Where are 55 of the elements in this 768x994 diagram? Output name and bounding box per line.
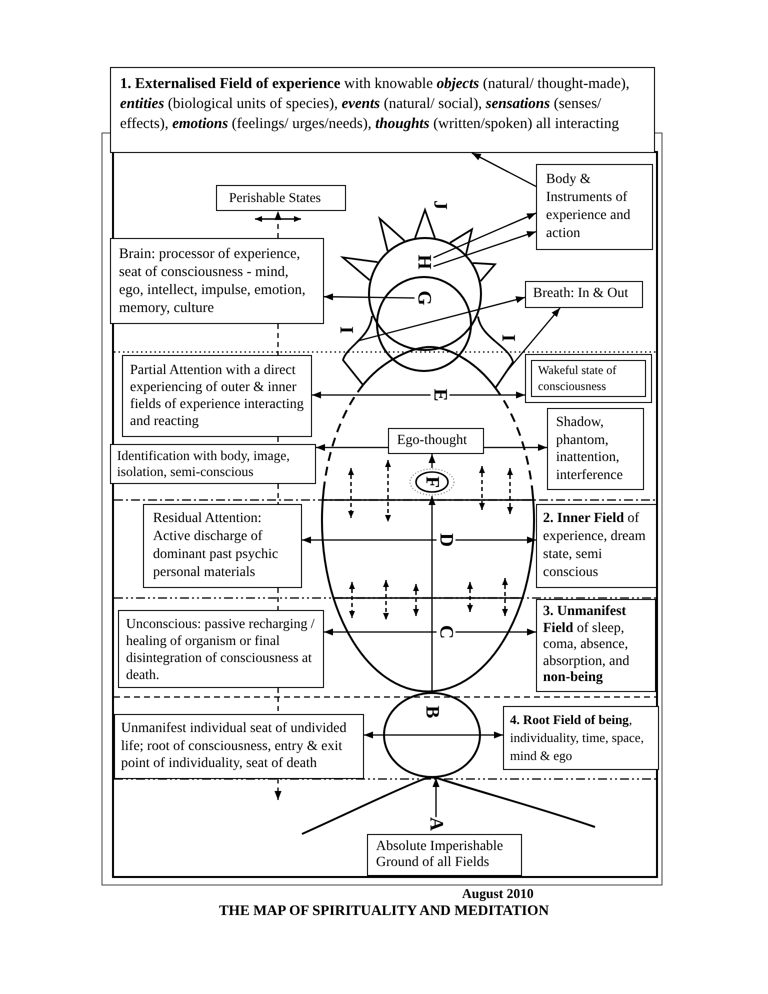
- callout-box: Breath: In & Out: [525, 281, 643, 308]
- arrow: [324, 628, 436, 636]
- callout-box: Unmanifest individual seat of undivided life; root of consciousness, entry & exit point of individuality, seat of death: [114, 714, 364, 778]
- dashed-line: [277, 484, 279, 504]
- diagram-title: THE MAP OF SPIRITUALITY AND MEDITATION: [219, 903, 549, 920]
- letter-label: I: [498, 334, 518, 342]
- dashed-line: [277, 688, 279, 714]
- arrow: [456, 628, 536, 636]
- arrow: [428, 496, 436, 692]
- callout-box: 1. Externalised Field of experience with knowable objects (natural/ thought-made), entities (biological units of species), events (natural/ social), sensations (senses/ effects), emotions (feelings/ urges/needs), thoughts (written/spoken) all interacting: [110, 67, 655, 153]
- callout-box: Absolute Imperishable Ground of all Fields: [367, 834, 522, 876]
- date-label: August 2010: [462, 886, 534, 902]
- dashed-arrow: [274, 211, 282, 238]
- arrow: [312, 392, 430, 398]
- callout-box: Shadow, phantom, inattention, interference: [547, 408, 644, 490]
- arrow: [481, 732, 503, 738]
- letter-label: D: [436, 533, 456, 547]
- callout-box: 4. Root Field of being, individuality, time, space, mind & ego: [503, 706, 659, 770]
- callout-box: 2. Inner Field of experience, dream state, semi conscious: [536, 504, 657, 588]
- arrow: [324, 293, 414, 300]
- arrow: [432, 778, 440, 818]
- callout-box: Ego-thought: [388, 428, 484, 454]
- dashed-line: [277, 324, 279, 355]
- dashed-line: [277, 437, 279, 444]
- arrow: [433, 212, 536, 258]
- letter-label: H: [414, 254, 434, 270]
- callout-box: Wakeful state of consciousness: [525, 354, 652, 403]
- letter-label: J: [430, 200, 450, 210]
- callout-box: Body & Instruments of experience and action: [536, 164, 653, 250]
- arrow: [433, 230, 536, 268]
- letter-label: E: [430, 388, 450, 402]
- callout-box: Perishable States: [216, 185, 346, 211]
- arrow: [472, 152, 536, 187]
- callout-box: Identification with body, image, isolation, semi-conscious: [110, 444, 316, 484]
- callout-box: Brain: processor of experience, seat of consciousness - mind, ego, intellect, impulse, emotion, memory, culture: [110, 238, 324, 324]
- callout-box: 3. Unmanifest Field of sleep, coma, absence, absorption, and non-being: [536, 599, 656, 692]
- arrow: [316, 444, 388, 451]
- letter-label: A: [426, 817, 446, 831]
- arrow: [450, 392, 525, 398]
- arrow: [456, 536, 536, 544]
- callout-box: Partial Attention with a direct experiencing of outer & inner fields of experience interacting and reacting: [122, 355, 312, 437]
- letter-label: B: [422, 706, 442, 718]
- letter-label: F: [422, 476, 442, 488]
- arrow: [302, 536, 436, 544]
- letter-label: C: [436, 625, 456, 639]
- callout-box: Unconscious: passive recharging / healing of organism or final disintegration of consciousness at death.: [118, 610, 324, 688]
- letter-label: I: [336, 326, 356, 334]
- dashed-arrow: [274, 778, 282, 800]
- arrow: [364, 732, 383, 738]
- arrow: [484, 444, 547, 451]
- letter-label: G: [414, 290, 434, 306]
- callout-box: Residual Attention: Active discharge of dominant past psychic personal materials: [143, 504, 302, 588]
- dashed-line: [277, 588, 279, 610]
- arrow: [357, 296, 526, 342]
- arrow: [428, 454, 436, 468]
